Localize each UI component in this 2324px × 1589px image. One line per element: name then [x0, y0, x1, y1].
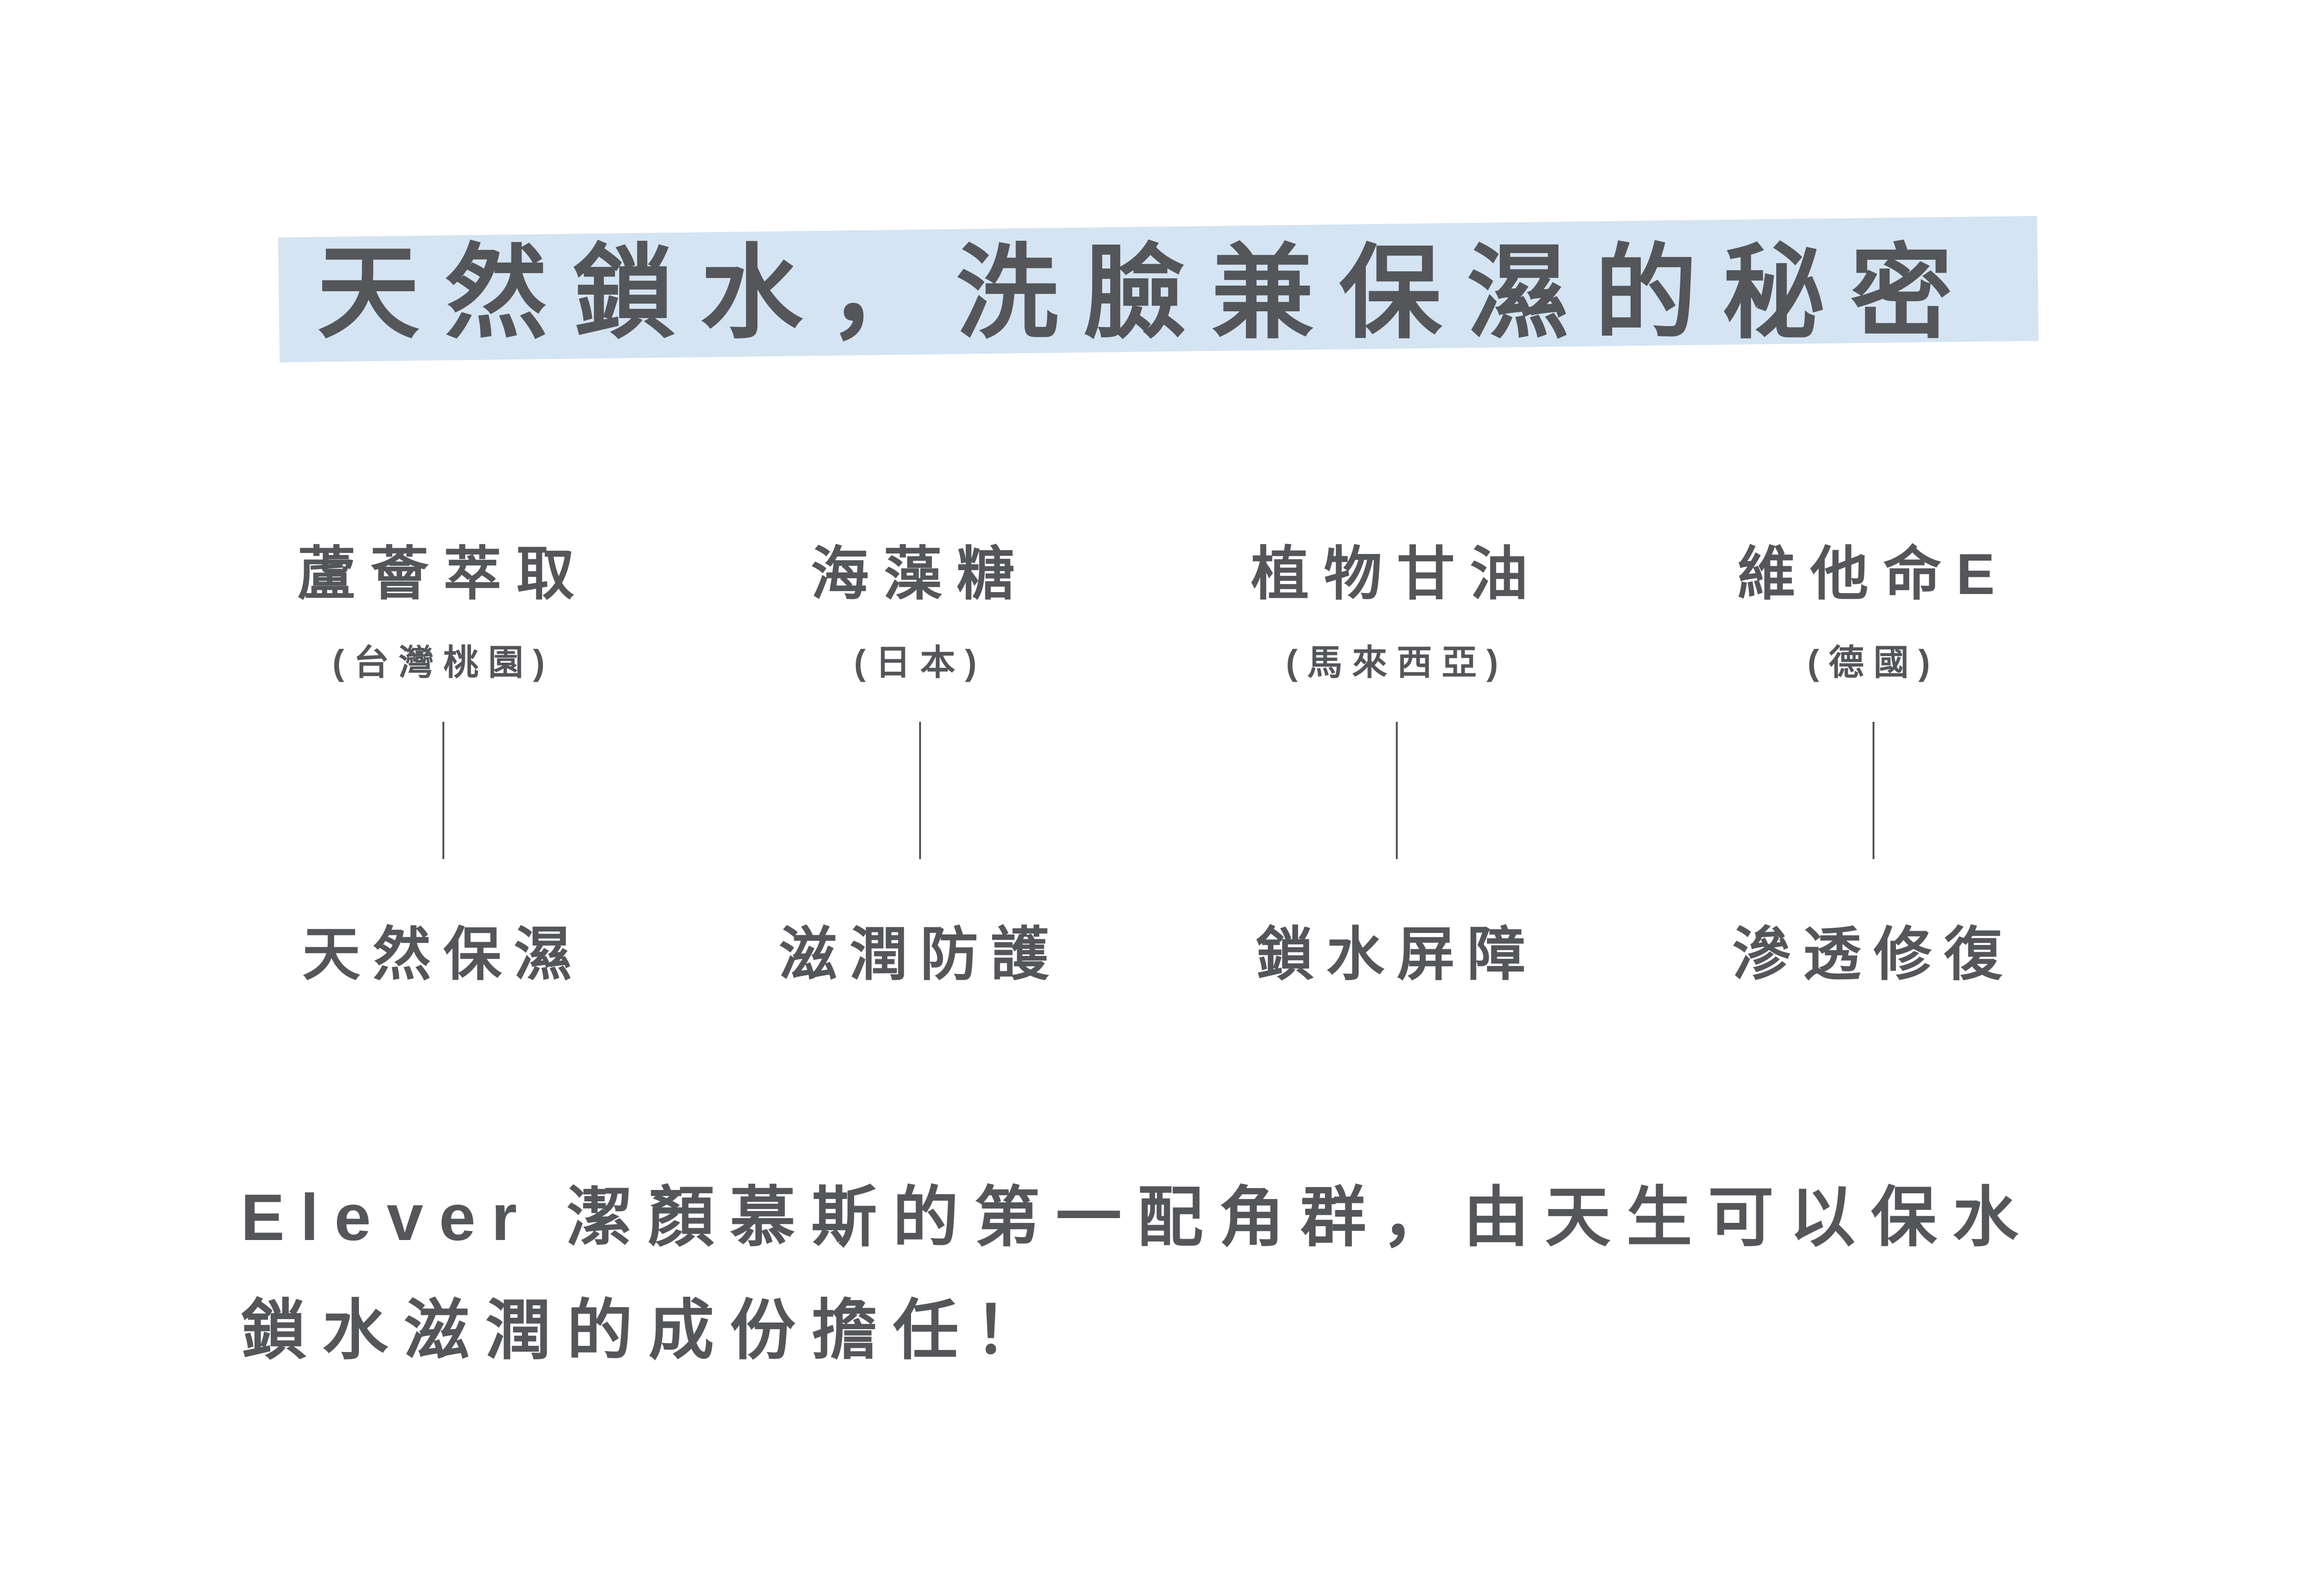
ingredient-name: 海藻糖 — [810, 542, 1030, 606]
footer-paragraph: Elever 潔顏慕斯的第一配角群，由天生可以保水 鎖水滋潤的成份擔任！ — [241, 1161, 2195, 1387]
page-title: 天然鎖水，洗臉兼保濕的秘密 — [317, 236, 1978, 350]
ingredient-column-trehalose: 海藻糖 (日本) 滋潤防護 — [682, 543, 1158, 986]
ingredient-name: 維他命E — [1737, 542, 2010, 606]
ingredient-origin: (台灣桃園) — [332, 643, 554, 682]
ingredient-column-vitamin-e: 維他命E (德國) 滲透修復 — [1635, 543, 2112, 986]
ingredient-name: 蘆薈萃取 — [297, 542, 589, 606]
ingredient-origin: (德國) — [1807, 643, 1940, 682]
ingredient-column-glycerin: 植物甘油 (馬來西亞) 鎖水屏障 — [1158, 543, 1635, 986]
connector-line — [442, 722, 444, 859]
connector-line — [919, 722, 921, 859]
connector-line — [1873, 722, 1874, 859]
footer-line-2: 鎖水滋潤的成份擔任！ — [241, 1294, 1056, 1367]
ingredient-benefit: 滲透修復 — [1732, 922, 2015, 987]
ingredient-origin: (馬來西亞) — [1286, 643, 1508, 682]
ingredient-name: 植物甘油 — [1251, 542, 1543, 606]
connector-line — [1396, 722, 1398, 859]
ingredient-benefit: 天然保濕 — [302, 922, 584, 987]
ingredient-benefit: 鎖水屏障 — [1256, 922, 1538, 987]
footer-line-1: Elever 潔顏慕斯的第一配角群，由天生可以保水 — [241, 1181, 2034, 1254]
ingredient-columns: 蘆薈萃取 (台灣桃園) 天然保濕 海藻糖 (日本) 滋潤防護 植物甘油 (馬來西… — [205, 543, 2112, 986]
ingredient-column-aloe: 蘆薈萃取 (台灣桃園) 天然保濕 — [205, 543, 682, 986]
title-section: 天然鎖水，洗臉兼保濕的秘密 — [0, 0, 2324, 429]
ingredient-benefit: 滋潤防護 — [779, 922, 1061, 987]
ingredient-origin: (日本) — [854, 643, 986, 682]
